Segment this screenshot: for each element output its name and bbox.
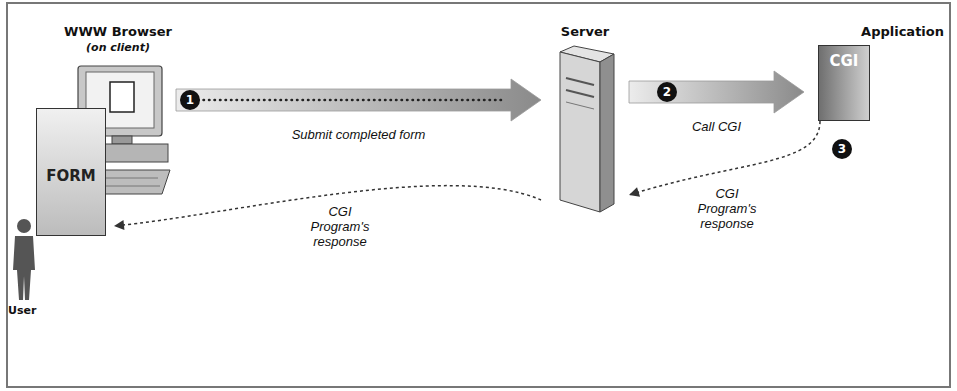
cgi-box: CGI (818, 45, 870, 121)
application-node: ApplicationCGI (804, 24, 944, 121)
callout-number: 1 (180, 90, 200, 110)
dotted-path (198, 99, 505, 102)
cgi-text: CGI (819, 52, 869, 70)
arrowhead (629, 187, 640, 197)
edge-label: Call CGI (690, 119, 743, 134)
form-title: FORM (37, 167, 105, 185)
arrowhead (114, 220, 124, 230)
user-label: User (8, 304, 36, 317)
monitor-neck (112, 136, 132, 144)
edge-label: CGI Program's response (302, 204, 378, 249)
server-node: Server (541, 24, 629, 224)
block-arrow (176, 79, 541, 121)
edge-label: Submit completed form (290, 127, 428, 142)
user-body (13, 236, 35, 300)
node-subheading: (on client) (60, 41, 176, 54)
drive-slot (566, 90, 594, 97)
node-heading: WWW Browser (60, 24, 176, 39)
drive-slot (566, 78, 594, 85)
arrow-body (629, 71, 804, 113)
frame (7, 3, 950, 387)
callout-number: 2 (657, 82, 677, 102)
form-panel: FORM (36, 108, 106, 236)
server-illustration (560, 46, 614, 212)
node-heading: Application (804, 24, 944, 39)
node-heading: Server (541, 24, 629, 39)
arrow-body (176, 79, 541, 121)
user-figure (13, 219, 35, 300)
tower-front (560, 52, 600, 212)
user-head (17, 219, 31, 233)
screen-window (110, 82, 134, 112)
drive-slot (566, 102, 594, 109)
block-arrow (629, 71, 804, 113)
tower-side (600, 54, 614, 212)
callout-number: 3 (832, 139, 852, 159)
edge-label: CGI Program's response (689, 186, 765, 231)
